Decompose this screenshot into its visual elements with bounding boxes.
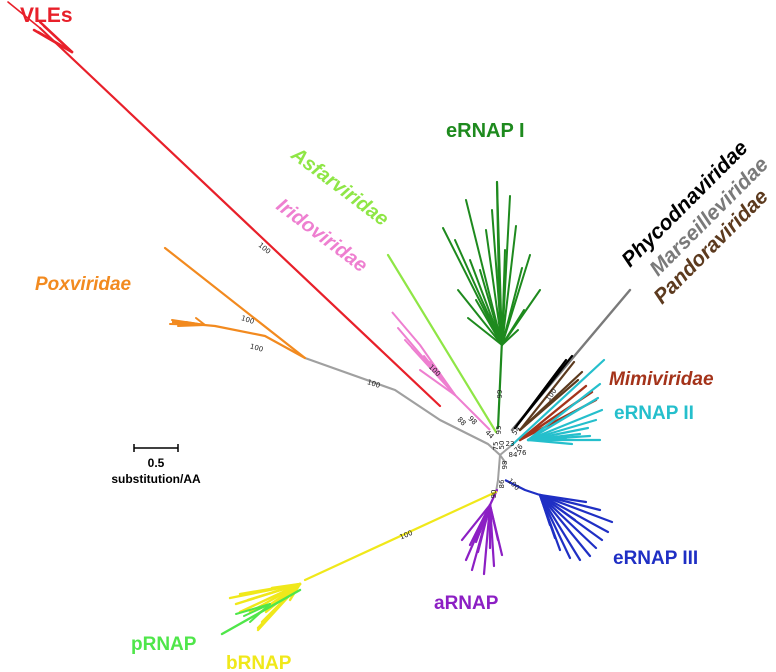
poxviridae-branch: [171, 320, 306, 359]
brnap-branch: [256, 582, 302, 632]
mimiviridae-label: Mimiviridae: [609, 369, 714, 390]
arnap-branch: [474, 503, 492, 544]
bootstrap-label: 54: [511, 424, 523, 436]
ernap1-branch: [496, 338, 504, 430]
bootstrap-label: 100: [257, 241, 272, 256]
prnap-branch: [249, 603, 271, 623]
mimiviridae-branch: [518, 384, 588, 442]
ernap3-branch: [538, 493, 610, 534]
vles-branch: [42, 24, 74, 54]
ernap1-branch: [501, 309, 525, 346]
ernap3-branch: [538, 493, 588, 504]
ernap1-branch: [442, 227, 503, 346]
ernap1-branch: [501, 254, 531, 346]
ernap2-branch: [526, 436, 568, 442]
ernap1-branch: [467, 317, 503, 346]
bootstrap-label: 100: [506, 477, 521, 492]
bootstrap-label: 76: [518, 449, 527, 457]
ernap1-branch: [457, 289, 503, 346]
ernap2-label: eRNAP II: [614, 403, 694, 424]
prnap-branch: [235, 603, 271, 615]
vles-branch: [38, 26, 442, 408]
scale-bar-value: 0.5: [148, 456, 165, 470]
iridoviridae-branch: [439, 373, 456, 396]
brnap-label: bRNAP: [226, 653, 292, 672]
poxviridae-branch: [169, 323, 206, 326]
bootstrap-label: 50: [498, 441, 506, 450]
ernap3-branch: [538, 493, 592, 558]
asfarviridae-branch: [386, 253, 498, 434]
brnap-branch: [270, 582, 302, 590]
prnap-label: pRNAP: [131, 634, 197, 655]
brnap-branch: [303, 490, 498, 582]
backbone-branch: [499, 444, 513, 456]
ernap3-branch: [504, 479, 541, 497]
ernap2-branch: [526, 408, 604, 442]
arnap-label: aRNAP: [434, 593, 499, 614]
vles-label: VLEs: [20, 4, 73, 27]
bootstrap-label: 90: [490, 490, 498, 499]
bootstrap-label: 98: [501, 461, 509, 470]
arnap-branch: [488, 503, 504, 557]
ernap3-branch: [538, 493, 598, 550]
iridoviridae-branch: [419, 369, 456, 396]
bootstrap-label: 99: [496, 390, 504, 399]
ernap1-branch: [465, 199, 503, 346]
ernap1-branch: [501, 329, 519, 346]
ernap3-branch: [538, 493, 577, 522]
ernap1-branch: [501, 225, 517, 346]
phycodnaviridae-branch: [513, 378, 554, 430]
ernap3-branch: [538, 493, 582, 562]
bootstrap-label: 95: [495, 426, 503, 435]
pandoraviridae-branch: [518, 378, 580, 432]
backbone-branch: [304, 356, 501, 456]
bootstrap-label: 100: [366, 378, 381, 390]
ernap2-branch: [526, 382, 602, 442]
poxviridae-label: Poxviridae: [35, 274, 132, 295]
arnap-branch: [488, 503, 496, 568]
bootstrap-label: 88: [455, 416, 467, 428]
ernap2-branch: [510, 358, 606, 447]
poxviridae-branch: [195, 317, 206, 326]
ernap1-branch: [495, 180, 502, 342]
iridoviridae-branch: [391, 311, 491, 431]
bootstrap-label: 86: [498, 479, 506, 488]
bootstrap-label: 100: [249, 342, 264, 353]
ernap1-label: eRNAP I: [446, 120, 525, 142]
ernap3-branch: [538, 493, 548, 514]
bootstrap-label: 100: [240, 314, 255, 326]
ernap3-label: eRNAP III: [613, 548, 698, 569]
arnap-branch: [460, 503, 492, 542]
backbone-branch: [497, 454, 501, 481]
vles-branch: [7, 1, 41, 29]
poxviridae-branch: [163, 246, 307, 360]
ernap1-branch: [479, 269, 503, 346]
ernap2-branch: [526, 396, 600, 442]
ernap1-branch: [501, 195, 511, 346]
vles-branch: [36, 30, 74, 54]
pandoraviridae-branch: [518, 360, 576, 432]
bootstrap-label: 75: [492, 442, 500, 451]
ernap3-branch: [538, 493, 572, 560]
ernap3-branch: [538, 493, 614, 524]
bootstrap-label: 84: [509, 451, 518, 459]
bootstrap-label: 98: [466, 415, 478, 427]
scale-bar-unit: substitution/AA: [111, 472, 201, 486]
bootstrap-label: 23: [506, 440, 515, 448]
